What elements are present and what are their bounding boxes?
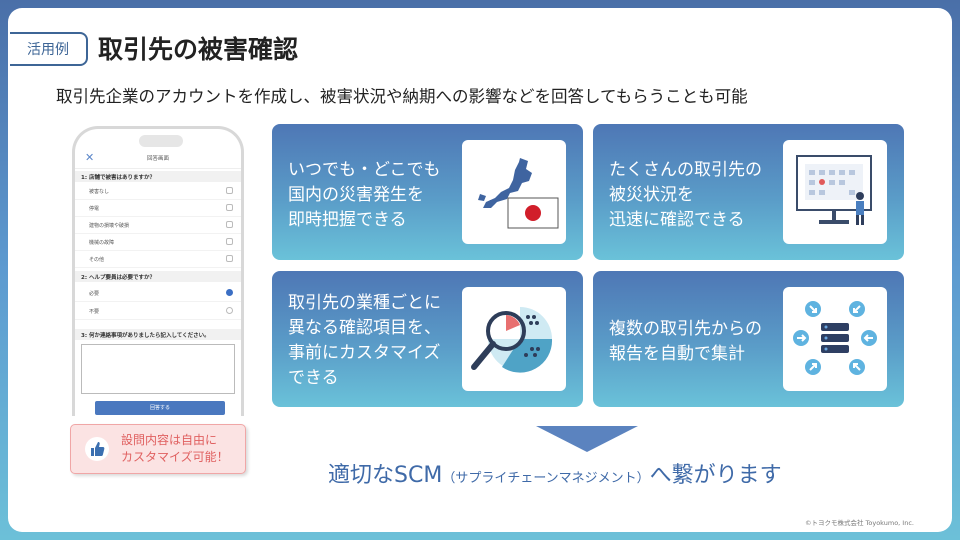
copyright: ©トヨクモ株式会社 Toyokumo, Inc. [804, 519, 914, 527]
q1-option[interactable]: 機械の故障 [75, 234, 241, 251]
checkbox[interactable] [226, 255, 233, 262]
slide: 活用例 取引先の被害確認 取引先企業のアカウントを作成し、被害状況や納期への影響… [8, 8, 952, 532]
calendar-monitor-icon [783, 140, 887, 244]
checkbox[interactable] [226, 187, 233, 194]
page-subtitle: 取引先企業のアカウントを作成し、被害状況や納期への影響などを回答してもらうことも… [56, 87, 748, 106]
checkbox[interactable] [226, 238, 233, 245]
comment-textarea[interactable] [81, 344, 235, 394]
usage-tag: 活用例 [10, 32, 88, 66]
database-arrows-icon [783, 287, 887, 391]
q1-option[interactable]: 被害なし [75, 183, 241, 200]
checkbox[interactable] [226, 221, 233, 228]
feature-card-3: 取引先の業種ごとに 異なる確認項目を、 事前にカスタマイズ できる [272, 271, 583, 407]
question-1: 1: 店舗で被害はありますか？ [75, 171, 241, 182]
option-label: 機械の故障 [89, 240, 115, 246]
question-2: 2: ヘルプ要員は必要ですか？ [75, 271, 241, 282]
scm-conclusion: 適切なSCM（サプライチェーンマネジメント）へ繋がります [328, 457, 782, 489]
radio-selected[interactable] [226, 289, 233, 296]
submit-button[interactable]: 回答する [95, 401, 225, 415]
phone-notch [139, 135, 183, 147]
question-3: 3: 何か連絡事項がありましたら記入してください。 [75, 329, 241, 340]
card-text: いつでも・どこでも 国内の災害発生を 即時把握できる [288, 160, 441, 230]
japan-map-icon [462, 140, 566, 244]
q1-option[interactable]: その他 [75, 251, 241, 268]
q2-option[interactable]: 必要 [75, 285, 241, 302]
q1-option[interactable]: 停電 [75, 200, 241, 217]
note-text: 設問内容は自由に カスタマイズ可能！ [121, 433, 229, 464]
option-label: 不要 [89, 309, 100, 315]
option-label: 被害なし [89, 189, 110, 195]
radio[interactable] [226, 307, 233, 314]
customize-note: 設問内容は自由に カスタマイズ可能！ [70, 424, 246, 474]
option-label: その他 [89, 257, 105, 263]
phone-header-title: 回答画面 [146, 156, 169, 162]
q2-option[interactable]: 不要 [75, 303, 241, 320]
checkbox[interactable] [226, 204, 233, 211]
conclusion-small: （サプライチェーンマネジメント） [442, 471, 650, 486]
q1-option[interactable]: 建物の損壊や破損 [75, 217, 241, 234]
conclusion-main: 適切なSCM [328, 463, 443, 488]
magnifier-pie-icon [462, 287, 566, 391]
feature-card-2: たくさんの取引先の 被災状況を 迅速に確認できる [593, 124, 904, 260]
option-label: 必要 [89, 291, 100, 297]
phone-mockup: ✕ 回答画面 1: 店舗で被害はありますか？ 被害なし 停電 建物の損壊や破損 … [72, 126, 244, 416]
option-label: 停電 [89, 206, 100, 212]
feature-card-4: 複数の取引先からの 報告を自動で集計 [593, 271, 904, 407]
down-arrow-icon [536, 426, 638, 452]
feature-card-1: いつでも・どこでも 国内の災害発生を 即時把握できる [272, 124, 583, 260]
page-title: 取引先の被害確認 [98, 35, 299, 64]
option-label: 建物の損壊や破損 [89, 223, 130, 229]
conclusion-end: へ繋がります [649, 463, 782, 488]
card-text: 取引先の業種ごとに 異なる確認項目を、 事前にカスタマイズ できる [288, 293, 441, 388]
close-icon[interactable]: ✕ [85, 151, 95, 164]
phone-header: ✕ 回答画面 [75, 151, 241, 169]
card-text: たくさんの取引先の 被災状況を 迅速に確認できる [609, 160, 762, 230]
thumbs-up-icon [85, 437, 109, 461]
card-text: 複数の取引先からの 報告を自動で集計 [609, 319, 762, 364]
